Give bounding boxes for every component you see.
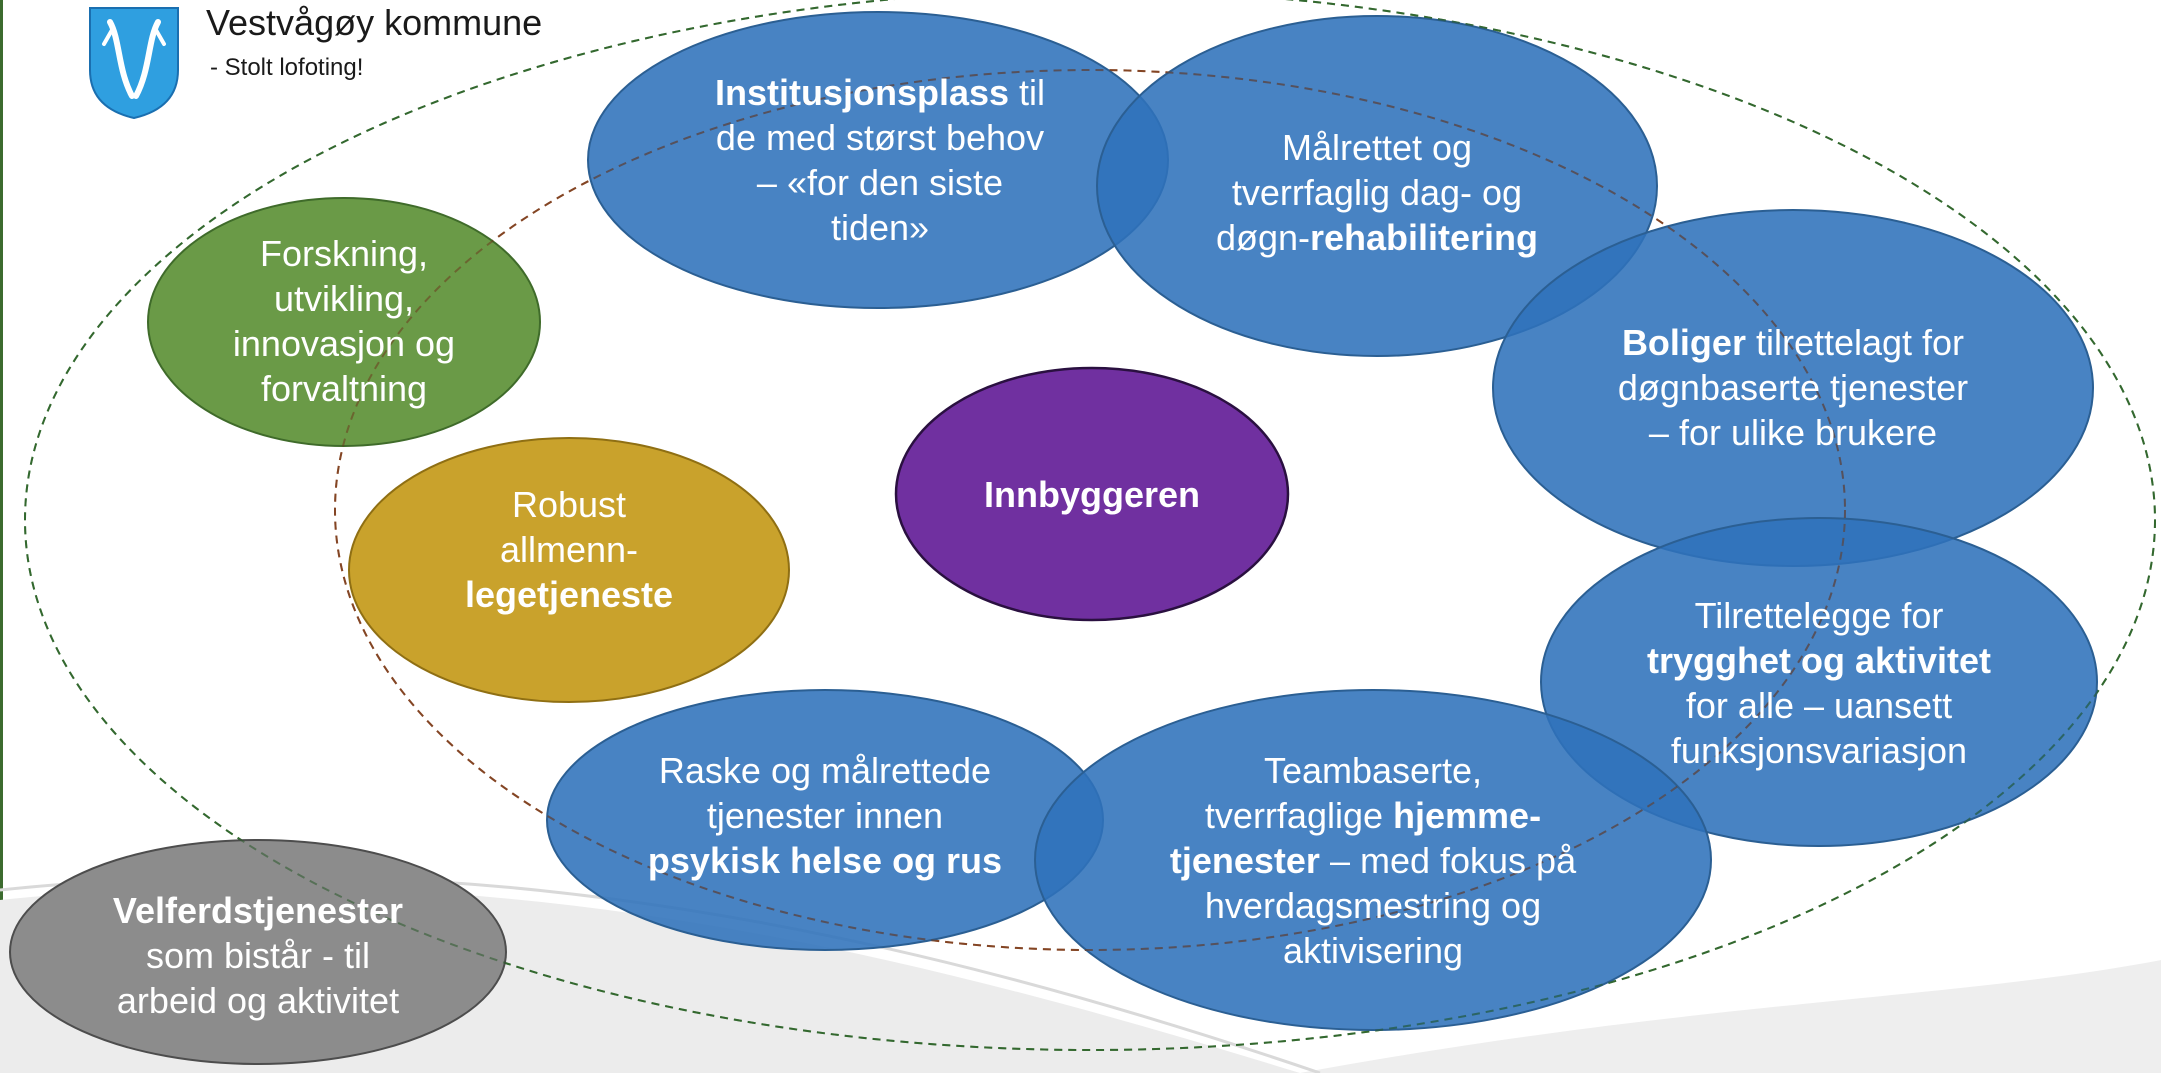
background-swoosh-2 [1300, 960, 2161, 1073]
teambaserte-line-1: Teambaserte, [1263, 749, 1483, 791]
teambaserte-line-4: hverdagsmestring og [1204, 884, 1542, 926]
teambaserte-line-5: aktivisering [1282, 929, 1464, 971]
rehab-line-2: tverrfaglig dag- og [1231, 171, 1523, 213]
lege-text: Robust allmenn- legetjeneste [419, 474, 719, 624]
lege-line-3: legetjeneste [464, 573, 674, 615]
boliger-text: Boliger tilrettelagt for døgnbaserte tje… [1553, 312, 2033, 462]
psykisk-line-1: Raske og målrettede [658, 749, 992, 791]
psykisk-line-3: psykisk helse og rus [647, 839, 1003, 881]
outer-dashed-ring-overlay [24, 0, 2156, 1051]
center-ellipse [894, 366, 1290, 622]
velferd-line-1: Velferdstjenester [112, 889, 404, 931]
velferd-text: Velferdstjenester som bistår - til arbei… [68, 880, 448, 1030]
lege-line-1: Robust [511, 483, 627, 525]
institusjon-line-3: – «for den siste [756, 162, 1004, 203]
forskning-line-1: Forskning, [259, 233, 429, 274]
trygghet-line-2: trygghet og aktivitet [1646, 640, 1992, 681]
boliger-line-2: døgnbaserte tjenester [1617, 366, 1969, 408]
trygghet-ellipse [1540, 517, 2098, 847]
forskning-line-3: innovasjon og [232, 323, 456, 364]
trygghet-line-4: funksjonsvariasjon [1670, 730, 1968, 771]
velferd-line-2: som bistår - til [145, 934, 371, 976]
lege-line-2: allmenn- [499, 528, 639, 570]
center-text: Innbyggeren [922, 464, 1262, 524]
inner-dashed-ring-overlay [334, 69, 1846, 951]
teambaserte-line-3: tjenester – med fokus på [1169, 839, 1577, 881]
trygghet-line-3: for alle – uansett [1685, 685, 1953, 726]
boliger-line-3: – for ulike brukere [1648, 411, 1938, 453]
trygghet-line-1: Tilrettelegge for [1694, 595, 1944, 636]
velferd-ellipse [9, 839, 507, 1065]
org-title: Vestvågøy kommune [206, 2, 543, 43]
rehab-line-1: Målrettet og [1281, 126, 1473, 168]
psykisk-text: Raske og målrettede tjenester innen psyk… [595, 740, 1055, 890]
coat-of-arms-icon [89, 7, 179, 120]
lege-ellipse [348, 437, 790, 703]
institusjon-line-2: de med størst behov [715, 117, 1045, 158]
institusjon-text: Institusjonsplass til de med størst beho… [640, 60, 1120, 260]
teambaserte-text: Teambaserte, tverrfaglige hjemme- tjenes… [1093, 740, 1653, 980]
velferd-line-3: arbeid og aktivitet [116, 979, 400, 1021]
psykisk-line-2: tjenester innen [706, 794, 944, 836]
forskning-line-2: utvikling, [273, 278, 415, 319]
forskning-text: Forskning, utvikling, innovasjon og forv… [194, 226, 494, 416]
forskning-line-4: forvaltning [260, 368, 428, 409]
rehab-ellipse [1096, 15, 1658, 357]
trygghet-text: Tilrettelegge for trygghet og aktivitet … [1579, 588, 2059, 778]
institusjon-line-4: tiden» [830, 207, 930, 248]
institusjon-line-1: Institusjonsplass til [714, 72, 1046, 113]
boliger-line-1: Boliger tilrettelagt for [1621, 321, 1965, 363]
teambaserte-line-2: tverrfaglige hjemme- [1204, 794, 1542, 836]
rehab-line-3: døgn-rehabilitering [1215, 216, 1539, 258]
left-frame-border [0, 0, 3, 1073]
org-subtitle: - Stolt lofoting! [210, 54, 364, 81]
rehab-text: Målrettet og tverrfaglig dag- og døgn-re… [1147, 112, 1607, 272]
center-label: Innbyggeren [983, 473, 1201, 515]
